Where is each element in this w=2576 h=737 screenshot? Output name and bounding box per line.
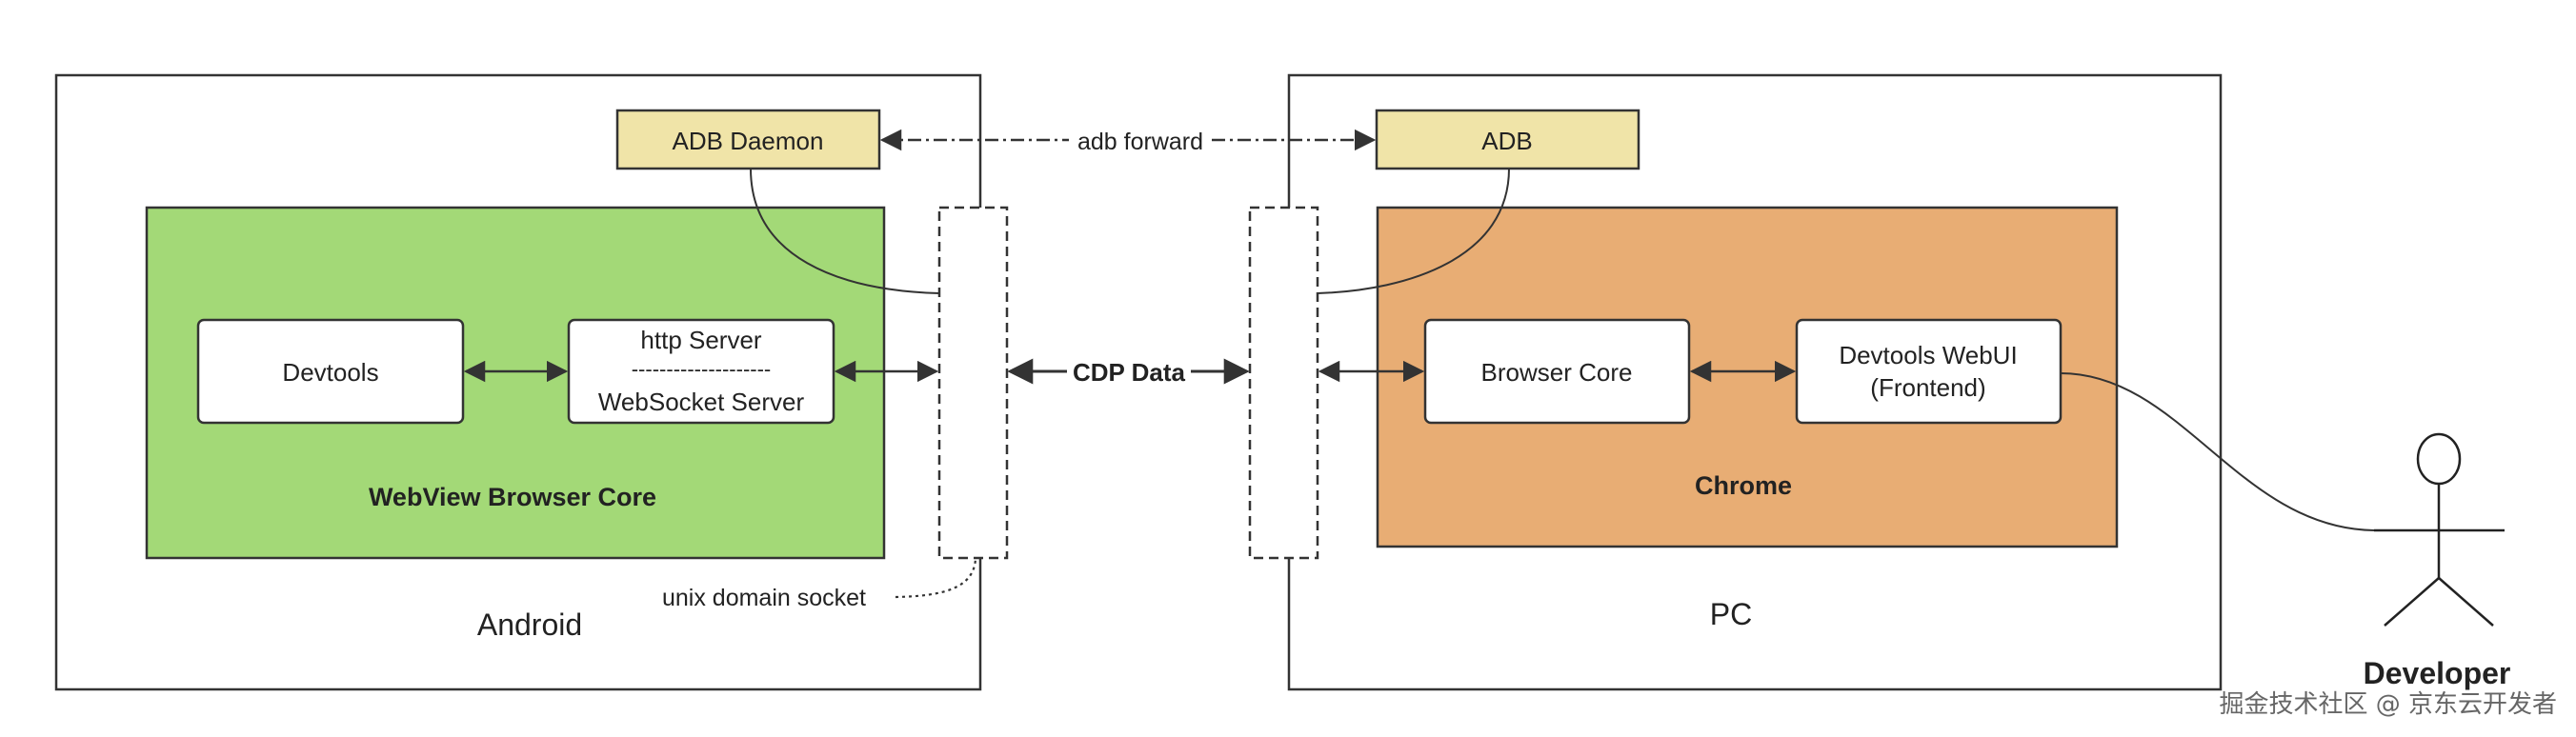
unix-socket-dotted-curve: [895, 558, 977, 599]
browser-core-label: Browser Core: [1481, 358, 1633, 387]
adb-daemon-socket-curve: [750, 168, 940, 294]
devtools-webui-box: [1795, 318, 2063, 425]
android-label: Android: [477, 608, 582, 642]
browser-core-box: [1423, 318, 1691, 425]
adb-box: [1375, 109, 1640, 170]
webview-core-label: WebView Browser Core: [369, 483, 656, 511]
pc-label: PC: [1710, 597, 1752, 631]
watermark: 掘金技术社区 @ 京东云开发者: [2219, 690, 2557, 719]
adb-daemon-label: ADB Daemon: [673, 127, 824, 155]
websocket-server-label: WebSocket Server: [598, 388, 805, 416]
developer-icon: [2374, 432, 2505, 627]
unix-socket-label: unix domain socket: [662, 585, 866, 611]
adb-socket-curve: [1317, 168, 1510, 294]
server-divider: --------------------: [632, 357, 772, 381]
chrome-label: Chrome: [1695, 471, 1792, 500]
http-websocket-server-box: [567, 318, 835, 425]
pc-socket-box: [1248, 206, 1319, 560]
adb-forward-label: adb forward: [1077, 129, 1203, 155]
cdp-data-label: CDP Data: [1073, 358, 1186, 387]
webui-line1: Devtools WebUI: [1839, 341, 2017, 369]
android-socket-box: [937, 206, 1009, 560]
devtools-label: Devtools: [282, 358, 378, 387]
adb-daemon-box: [615, 109, 881, 170]
devtools-box: [196, 318, 465, 425]
http-server-label: http Server: [640, 326, 762, 354]
webui-line2: (Frontend): [1870, 373, 1985, 402]
developer-label: Developer: [2364, 656, 2511, 690]
webui-developer-curve: [2060, 372, 2375, 531]
adb-label: ADB: [1481, 127, 1532, 155]
